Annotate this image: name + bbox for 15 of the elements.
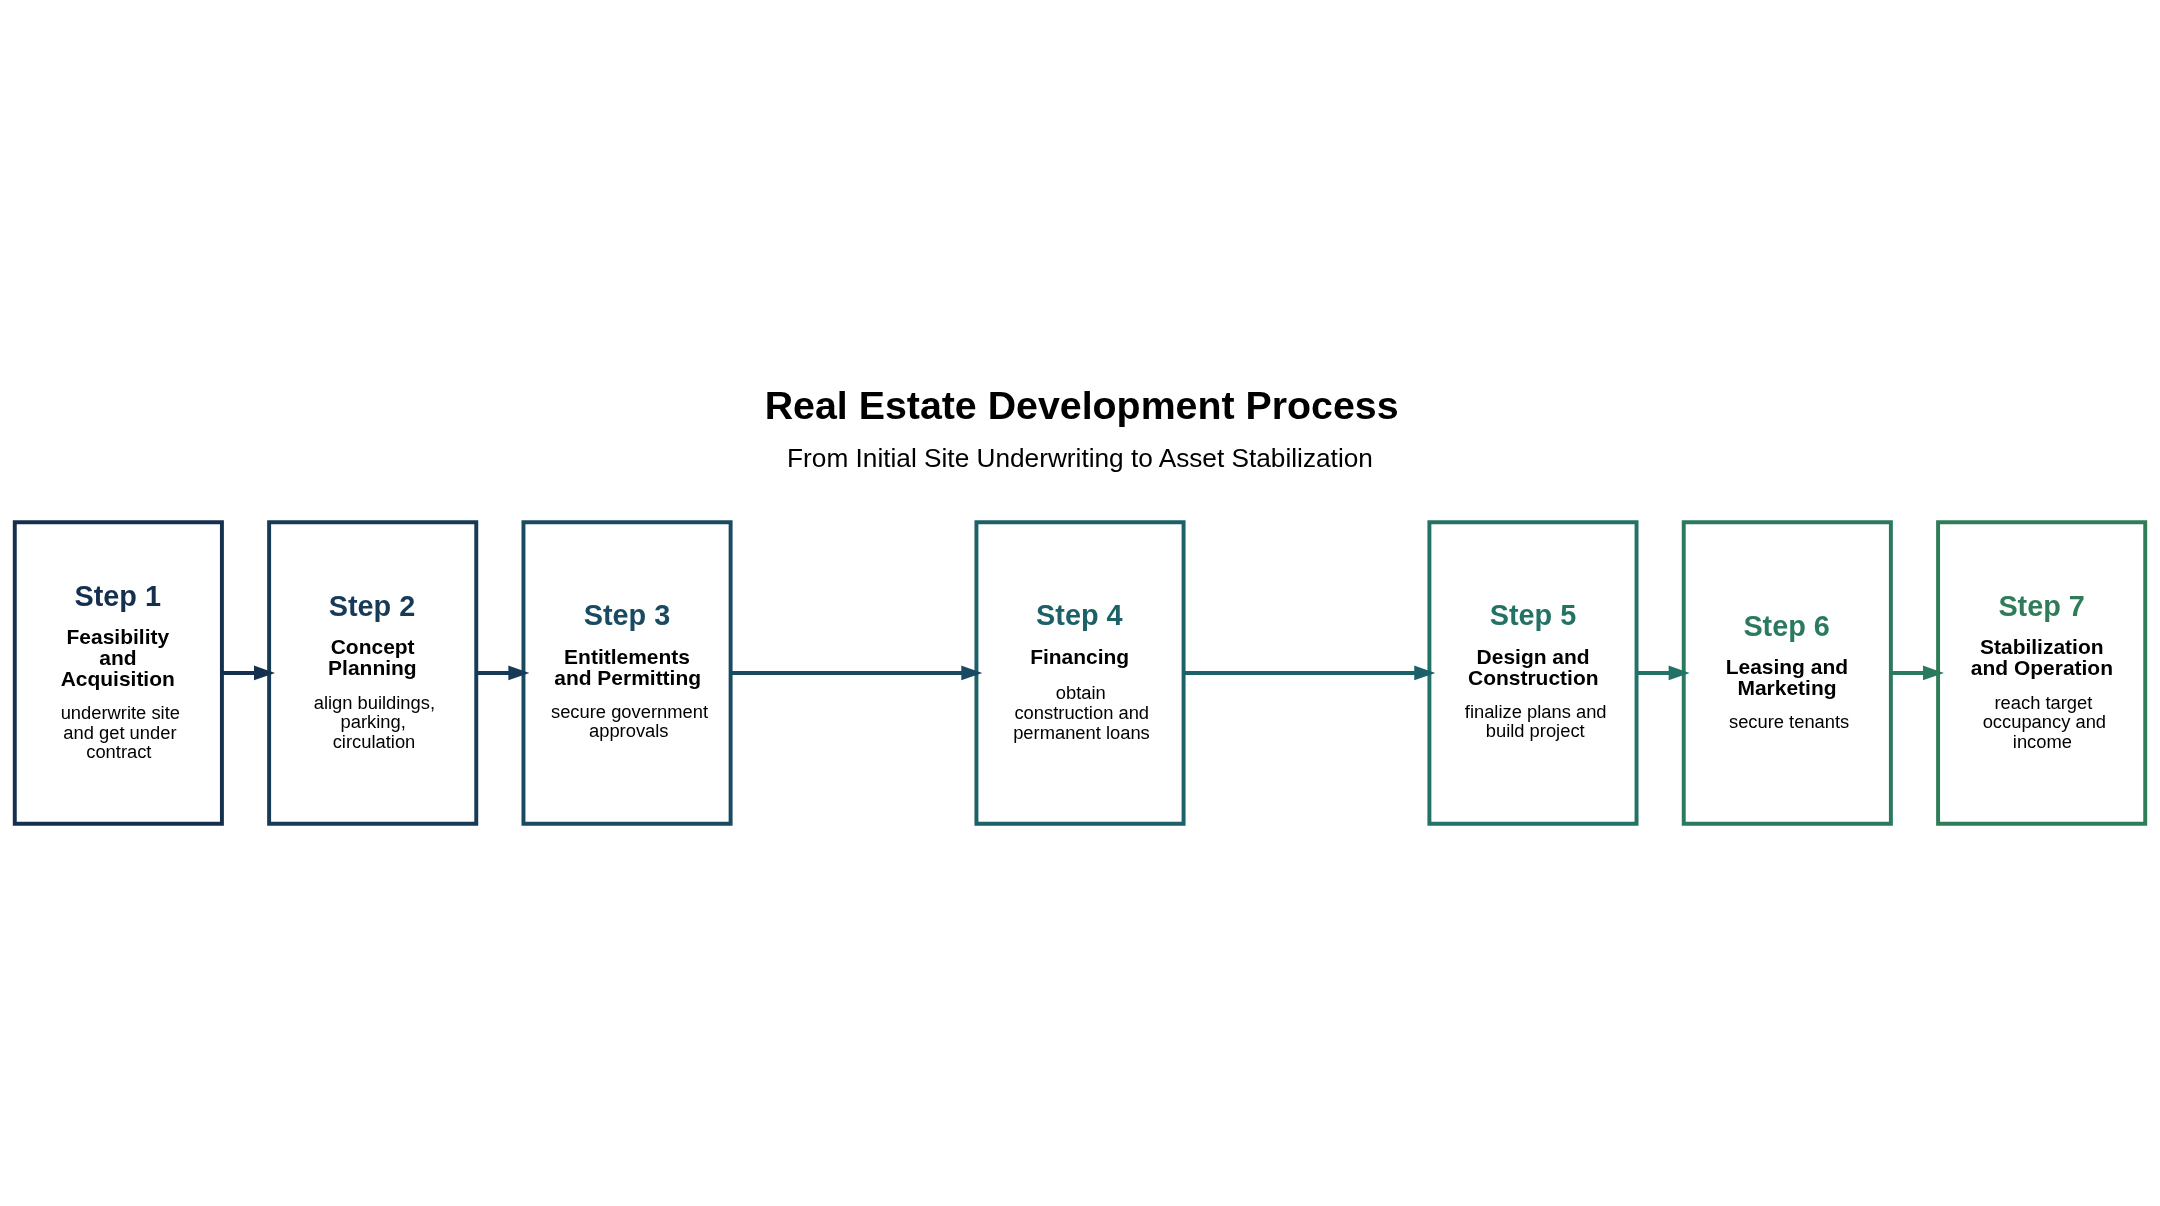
- diagram-title: Real Estate Development Process: [764, 382, 1399, 427]
- node-box: Step 2 Concept Planning align buildings, parking, circulation: [267, 519, 479, 826]
- arrow: [1184, 665, 1436, 680]
- arrow: [1636, 665, 1690, 680]
- node-box: Step 1 Feasibility and Acquisition underwrite site and get under contract: [12, 519, 224, 826]
- node-box: Step 7 Stabilization and Operation reach target occupancy and income: [1936, 519, 2148, 826]
- node-box: Step 6 Leasing and Marketing secure tenants: [1681, 519, 1893, 826]
- node-box: Step 3 Entitlements and Permitting secure government approvals: [521, 519, 733, 826]
- arrow: [222, 665, 276, 680]
- node-box: Step 4 Financing obtain construction and permanent loans: [974, 519, 1186, 826]
- node-box: Step 5 Design and Construction finalize plans and build project: [1427, 519, 1639, 826]
- arrow: [1891, 665, 1944, 680]
- arrow: [731, 665, 983, 680]
- arrow: [476, 665, 530, 680]
- label: From Initial Site Underwriting to Asset Stabilization: [787, 442, 1373, 473]
